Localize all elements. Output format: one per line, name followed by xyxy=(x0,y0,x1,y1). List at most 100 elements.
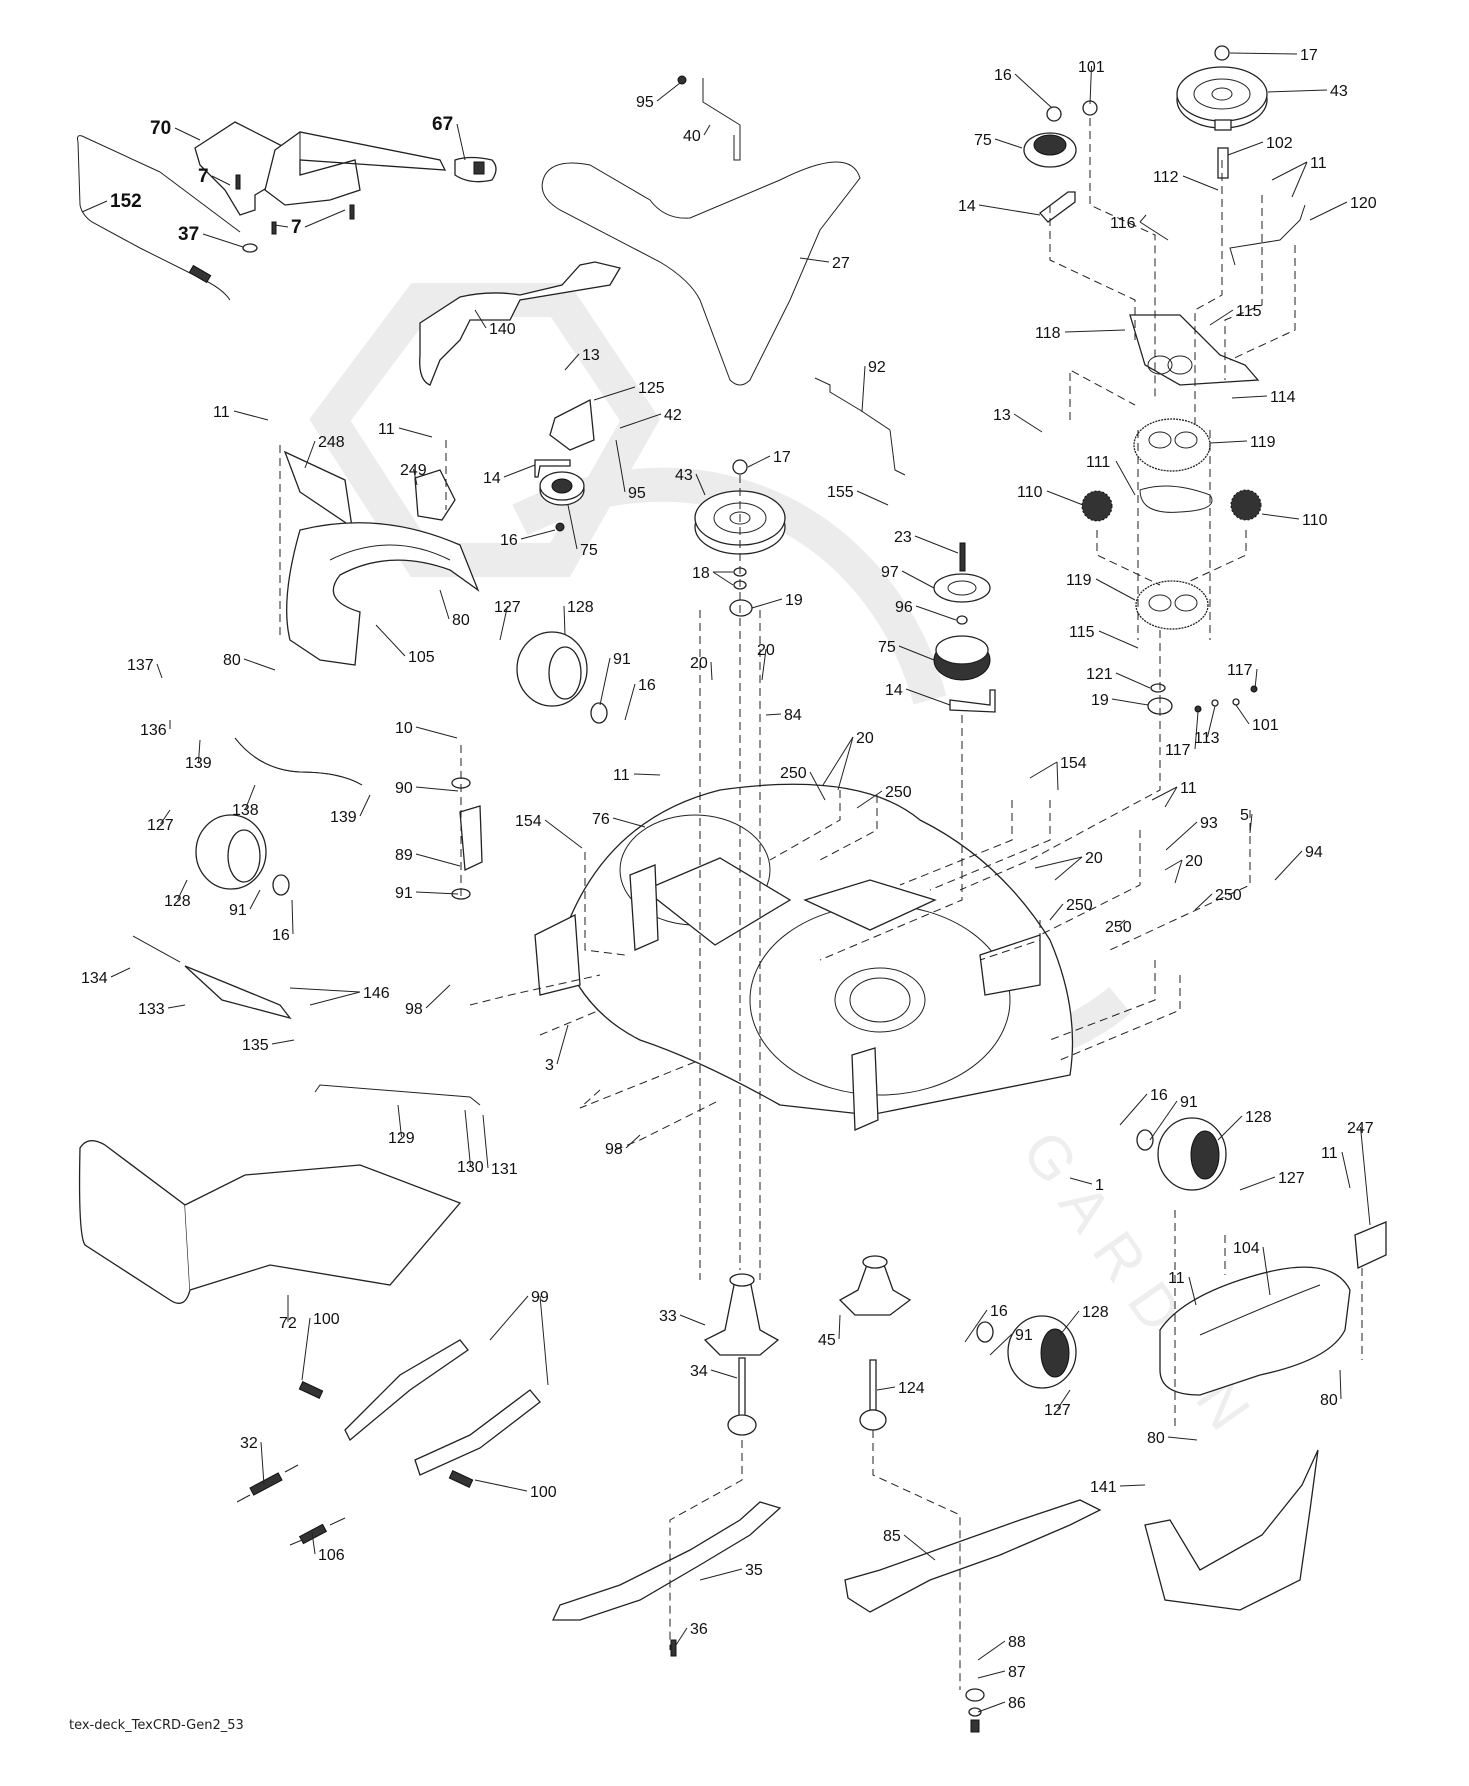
callout-label: 20 xyxy=(1185,853,1203,870)
leader-line xyxy=(233,410,269,421)
leader-line xyxy=(593,386,636,401)
callout-label: 92 xyxy=(868,359,886,376)
part-bracket-89 xyxy=(459,805,483,871)
part-bracket-14top xyxy=(1039,191,1076,223)
callout-112: 112 xyxy=(1153,169,1219,191)
callout-117: 117 xyxy=(1165,711,1199,759)
callout-80: 80 xyxy=(1147,1430,1198,1447)
leader-line xyxy=(977,1701,1006,1713)
leader-line xyxy=(304,209,346,228)
leader-line xyxy=(710,1369,738,1379)
leader-line xyxy=(624,683,636,721)
part-idler-pulley-75a xyxy=(539,471,585,506)
leader-line xyxy=(260,1441,265,1486)
callout-label: 16 xyxy=(994,67,1012,84)
callout-141: 141 xyxy=(1090,1479,1146,1496)
leader-line xyxy=(245,784,256,810)
leader-line xyxy=(1013,413,1043,433)
callout-label: 114 xyxy=(1270,389,1296,406)
part-plate-247 xyxy=(1354,1221,1387,1269)
callout-label: 7 xyxy=(198,166,209,187)
callout-label: 95 xyxy=(636,94,654,111)
callout-127: 127 xyxy=(147,809,174,834)
callout-label: 152 xyxy=(110,191,142,212)
callout-label: 96 xyxy=(895,599,913,616)
callout-23: 23 xyxy=(894,529,959,554)
part-spindle-33 xyxy=(703,1273,780,1356)
callout-247: 247 xyxy=(1347,1120,1374,1226)
leader-line xyxy=(1165,821,1198,851)
callout-110: 110 xyxy=(1261,512,1328,529)
leader-line xyxy=(156,663,163,679)
callout-label: 5 xyxy=(1240,807,1249,824)
callout-94: 94 xyxy=(1274,844,1323,881)
callout-label: 128 xyxy=(1245,1109,1272,1126)
callout-128: 128 xyxy=(1059,1304,1109,1336)
callout-label: 139 xyxy=(330,809,357,826)
leader-line xyxy=(174,127,201,141)
part-bracket-14a xyxy=(534,459,571,478)
callout-label: 75 xyxy=(878,639,896,656)
leader-line xyxy=(544,819,583,849)
leader-line xyxy=(838,1314,841,1340)
callout-label: 248 xyxy=(318,434,345,451)
callout-label: 141 xyxy=(1090,1479,1117,1496)
leader-line xyxy=(1095,578,1136,601)
callout-label: 19 xyxy=(1091,692,1109,709)
leader-line xyxy=(271,1039,295,1045)
part-spring-32 xyxy=(249,1472,283,1496)
leader-line xyxy=(415,853,461,867)
part-bracket-70 xyxy=(194,121,301,216)
callout-17: 17 xyxy=(1229,47,1318,64)
callout-label: 119 xyxy=(1250,434,1276,451)
part-arm-99b xyxy=(414,1389,541,1476)
callout-label: 127 xyxy=(147,817,174,834)
callout-label: 138 xyxy=(232,802,259,819)
callout-32: 32 xyxy=(240,1435,265,1486)
callout-72: 72 xyxy=(279,1295,297,1332)
leader-line xyxy=(110,967,131,978)
part-lever xyxy=(264,131,447,206)
callout-label: 110 xyxy=(1017,484,1043,501)
callout-92: 92 xyxy=(861,359,886,413)
callout-7: 7 xyxy=(274,209,346,238)
leader-line xyxy=(211,175,231,186)
callout-250: 250 xyxy=(856,784,912,809)
leader-line xyxy=(977,1640,1006,1661)
leader-line xyxy=(675,1627,688,1646)
callout-label: 91 xyxy=(229,902,247,919)
callout-label: 133 xyxy=(138,1001,165,1018)
leader-line xyxy=(482,1114,489,1169)
callout-13: 13 xyxy=(564,347,600,371)
callout-label: 118 xyxy=(1035,325,1061,342)
callout-140: 140 xyxy=(474,309,516,338)
callout-129: 129 xyxy=(388,1104,415,1147)
callout-label: 45 xyxy=(818,1332,836,1349)
callout-128: 128 xyxy=(1217,1109,1272,1141)
callout-134: 134 xyxy=(81,967,131,987)
leader-line xyxy=(1188,1276,1197,1306)
callout-label: 120 xyxy=(1350,195,1377,212)
callout-label: 11 xyxy=(1180,780,1197,797)
leader-line xyxy=(1057,1389,1071,1410)
callout-label: 1 xyxy=(1095,1177,1104,1194)
callout-119: 119 xyxy=(1209,434,1276,451)
part-gear-119b xyxy=(1135,580,1209,630)
callout-70: 70 xyxy=(150,118,201,141)
part-wheel-128d xyxy=(1007,1315,1077,1389)
leader-line xyxy=(1360,1126,1371,1226)
callout-label: 72 xyxy=(279,1315,297,1332)
callout-16: 16 xyxy=(994,67,1053,109)
callout-19: 19 xyxy=(1091,692,1149,709)
part-gear-110a xyxy=(1081,490,1113,522)
leader-line xyxy=(1267,89,1328,93)
callout-1: 1 xyxy=(1069,1177,1104,1194)
leader-line xyxy=(539,1295,549,1386)
callout-42: 42 xyxy=(619,407,682,429)
leader-line xyxy=(1069,1177,1093,1185)
callout-135: 135 xyxy=(242,1037,295,1054)
callout-label: 13 xyxy=(582,347,600,364)
leader-line xyxy=(375,624,406,657)
callout-85: 85 xyxy=(883,1528,936,1561)
